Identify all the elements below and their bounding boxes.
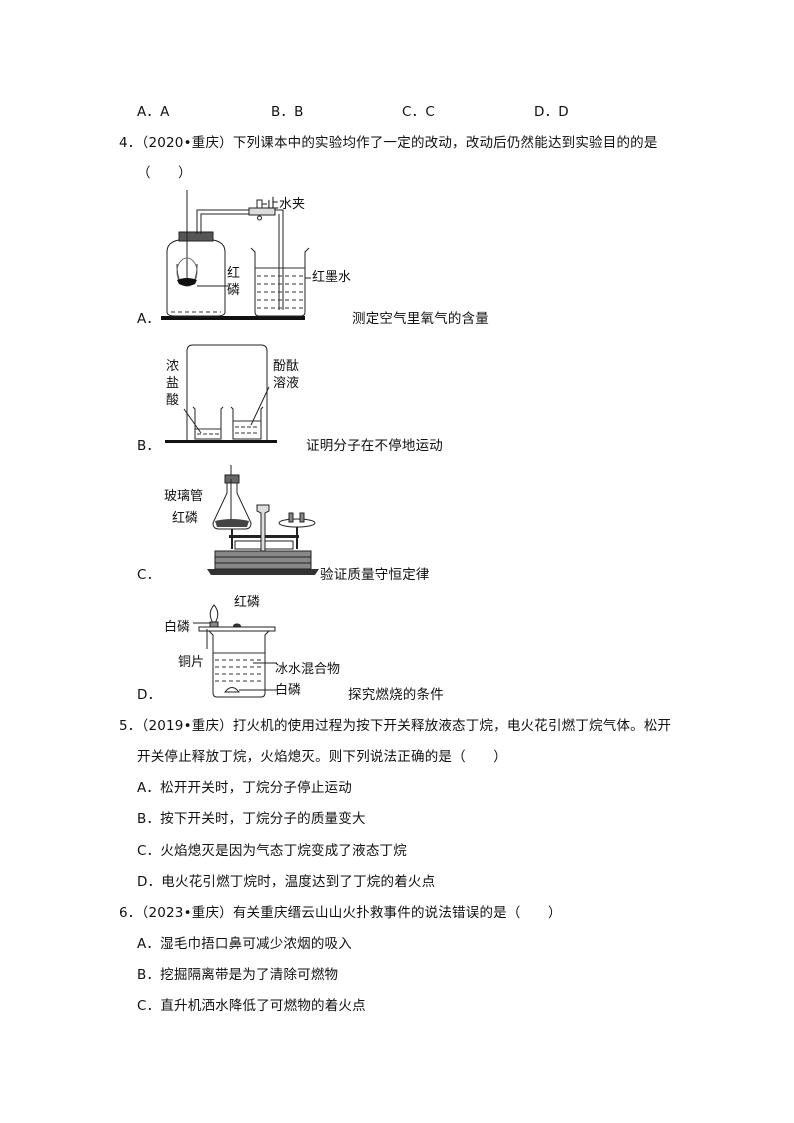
q4-option-b-letter: B． [137,438,161,454]
label-red-ink: 红墨水 [312,270,352,285]
q4-option-d-diagram [193,604,277,698]
q5-stem-line1: 5．（2019•重庆）打火机的使用过程为按下开关释放液态丁烷，电火花引燃丁烷气体… [119,718,672,734]
q3-option-b: B．B [271,104,304,120]
q4-stem: 4．（2020•重庆）下列课本中的实验均作了一定的改动，改动后仍然能达到实验目的… [119,135,658,151]
q4-option-b-diagram [165,344,277,443]
q6-stem: 6．（2023•重庆）有关重庆缙云山山火扑救事件的说法错误的是（ ） [119,905,562,921]
label-stop-clamp: 止水夹 [266,197,306,212]
label-concentrated-hcl: 浓盐酸 [166,359,180,408]
q5-option-a: A．松开开关时，丁烷分子停止运动 [137,780,352,796]
q5-option-c: C．火焰熄灭是因为气态丁烷变成了液态丁烷 [137,843,407,859]
q3-option-c: C．C [402,104,435,120]
q6-option-c: C．直升机洒水降低了可燃物的着火点 [137,998,366,1014]
q4-option-a-caption: 测定空气里氧气的含量 [352,311,489,327]
q4-option-c-letter: C． [137,567,161,583]
q5-option-b: B．按下开关时，丁烷分子的质量变大 [137,811,366,827]
label-phenolphthalein: 酚酞溶液 [273,359,300,391]
label-red-phosphorus-c: 红磷 [172,511,199,526]
q4-option-c-diagram [207,465,319,575]
label-copper-sheet: 铜片 [178,655,205,670]
label-glass-tube: 玻璃管 [164,489,204,504]
label-white-phosphorus-bottom: 白磷 [275,683,302,698]
q4-option-c-caption: 验证质量守恒定律 [320,567,430,583]
q4-option-d-caption: 探究燃烧的条件 [348,687,444,703]
q4-option-a-diagram [161,190,311,320]
q3-option-d: D．D [534,104,569,120]
label-white-phosphorus-top: 白磷 [164,620,191,635]
q4-answer-blank: （ ） [137,165,192,181]
q4-option-d-letter: D． [137,687,162,703]
label-red-phosphorus-a: 红磷 [227,266,241,298]
label-ice-water-mixture: 冰水混合物 [275,662,341,677]
label-red-phosphorus-d: 红磷 [234,595,261,610]
q5-stem-line2: 开关停止释放丁烷，火焰熄灭。则下列说法正确的是（ ） [137,749,507,765]
q6-option-b: B．挖掘隔离带是为了清除可燃物 [137,967,339,983]
q5-option-d: D．电火花引燃丁烷时，温度达到了丁烷的着火点 [137,874,436,890]
q4-option-a-letter: A． [137,311,161,327]
q4-option-b-caption: 证明分子在不停地运动 [306,438,443,454]
q6-option-a: A．湿毛巾捂口鼻可减少浓烟的吸入 [137,936,352,952]
q3-option-a: A．A [137,104,170,120]
